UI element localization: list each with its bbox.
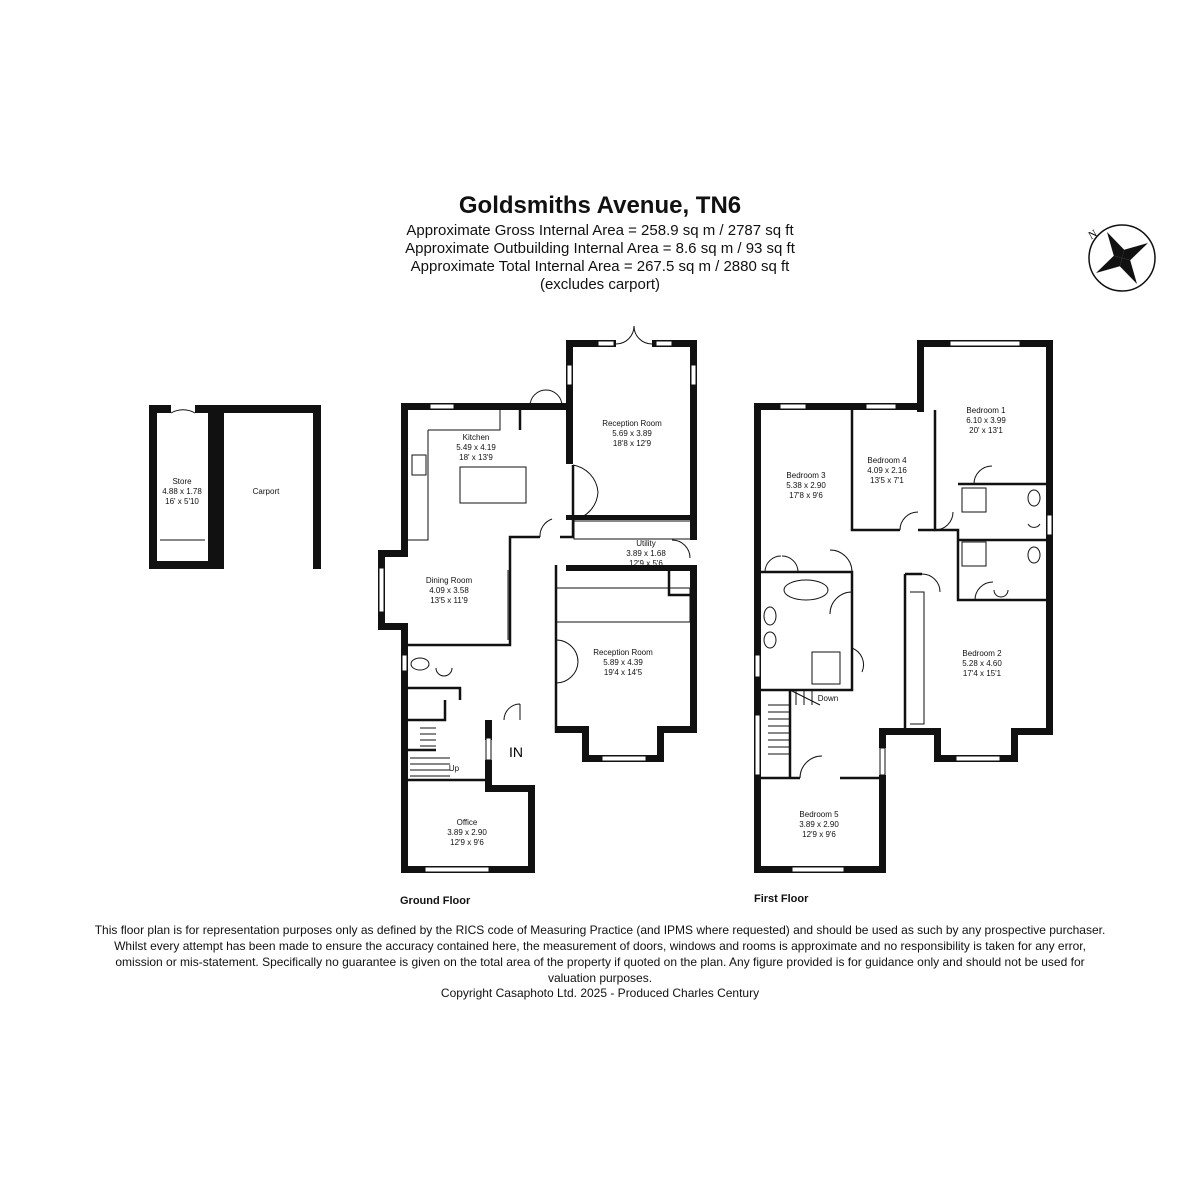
bedroom2-name: Bedroom 2	[962, 649, 1002, 658]
dining-metric: 4.09 x 3.58	[429, 586, 469, 595]
reception2-metric: 5.89 x 4.39	[603, 658, 643, 667]
carport-note: (excludes carport)	[539, 276, 661, 293]
store-metric: 4.88 x 1.78	[162, 487, 202, 496]
utility-metric: 3.89 x 1.68	[626, 549, 666, 558]
total-area-text: Approximate Total Internal Area = 267.5 …	[410, 258, 790, 275]
store-name: Store	[172, 477, 192, 486]
dining-name: Dining Room	[426, 576, 473, 585]
compass-rose-icon: N	[1087, 224, 1156, 292]
office-name: Office	[457, 818, 478, 827]
kitchen-metric: 5.49 x 4.19	[456, 443, 496, 452]
kitchen-name: Kitchen	[463, 433, 490, 442]
utility-name: Utility	[636, 539, 656, 548]
first-stairs-label: Down	[818, 694, 838, 703]
outbuilding-area-text: Approximate Outbuilding Internal Area = …	[405, 240, 795, 257]
bedroom4-metric: 4.09 x 2.16	[867, 466, 907, 475]
carport-name: Carport	[253, 487, 280, 496]
utility-imperial: 12'9 x 5'6	[629, 559, 663, 568]
bedroom3-imperial: 17'8 x 9'6	[789, 491, 823, 500]
compass-north-label: N	[1087, 228, 1100, 242]
copyright-text: Copyright Casaphoto Ltd. 2025 - Produced…	[440, 986, 760, 1000]
bedroom1-name: Bedroom 1	[966, 406, 1006, 415]
ground-floor-label: Ground Floor	[400, 895, 471, 907]
bedroom5-name: Bedroom 5	[799, 810, 839, 819]
office-imperial: 12'9 x 9'6	[450, 838, 484, 847]
ground-floor-plan: Up IN Kitchen 5.49 x 4.19 18' x 13'9 Rec…	[378, 325, 697, 873]
bedroom1-imperial: 20' x 13'1	[969, 426, 1003, 435]
reception1-name: Reception Room	[602, 419, 662, 428]
bedroom2-imperial: 17'4 x 15'1	[963, 669, 1002, 678]
kitchen-imperial: 18' x 13'9	[459, 453, 493, 462]
ground-stairs-label: Up	[449, 764, 460, 773]
first-floor-label: First Floor	[754, 893, 809, 905]
bedroom3-metric: 5.38 x 2.90	[786, 481, 826, 490]
store-imperial: 16' x 5'10	[165, 497, 199, 506]
bedroom4-imperial: 13'5 x 7'1	[870, 476, 904, 485]
reception1-metric: 5.69 x 3.89	[612, 429, 652, 438]
first-floor-stairs-icon	[768, 689, 821, 755]
reception2-imperial: 19'4 x 14'5	[604, 668, 643, 677]
entrance-label: IN	[509, 744, 523, 760]
bedroom5-metric: 3.89 x 2.90	[799, 820, 839, 829]
bedroom2-metric: 5.28 x 4.60	[962, 659, 1002, 668]
office-metric: 3.89 x 2.90	[447, 828, 487, 837]
dining-imperial: 13'5 x 11'9	[430, 596, 468, 605]
outbuilding: Store 4.88 x 1.78 16' x 5'10 Carport	[149, 405, 321, 569]
bedroom1-metric: 6.10 x 3.99	[966, 416, 1006, 425]
first-floor-plan: Down Bedroom 1 6.10 x 3.99 20' x 13'1 Be…	[754, 340, 1053, 873]
ground-floor-stairs-icon	[410, 727, 450, 777]
plan-title: Goldsmiths Avenue, TN6	[458, 192, 742, 219]
bedroom4-name: Bedroom 4	[867, 456, 907, 465]
bedroom3-name: Bedroom 3	[786, 471, 826, 480]
bedroom5-imperial: 12'9 x 9'6	[802, 830, 836, 839]
gross-area-text: Approximate Gross Internal Area = 258.9 …	[406, 222, 794, 239]
reception1-imperial: 18'8 x 12'9	[613, 439, 652, 448]
reception2-name: Reception Room	[593, 648, 653, 657]
disclaimer-text: This floor plan is for representation pu…	[94, 923, 1106, 985]
